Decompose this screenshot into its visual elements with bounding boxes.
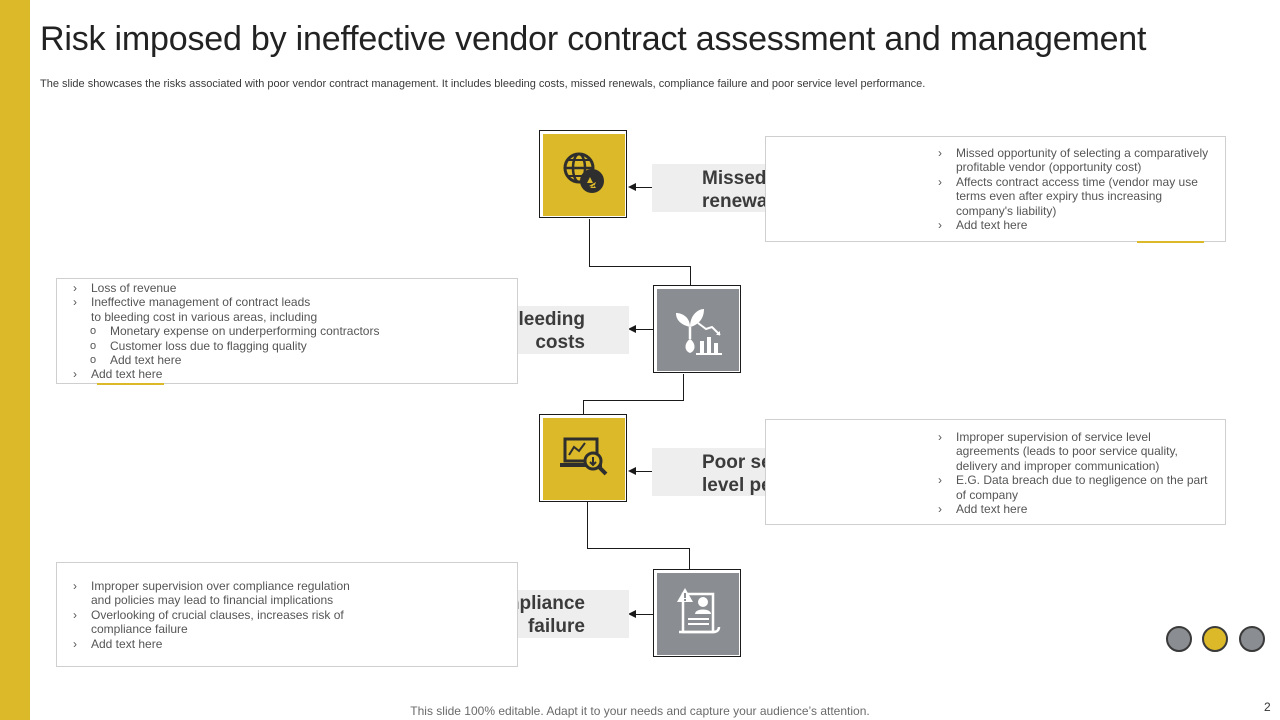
list-item: Overlooking of crucial clauses, increase… [73, 608, 353, 637]
accent-underline [1137, 241, 1204, 243]
slide-subtitle: The slide showcases the risks associated… [40, 78, 926, 90]
globe-recycle-icon [559, 148, 609, 203]
bleeding-costs-icon-frame [653, 285, 741, 373]
label-line: failure [527, 616, 585, 637]
laptop-analysis-icon [559, 435, 609, 484]
label-line: Bleeding [504, 309, 585, 330]
declining-growth-icon [672, 301, 724, 360]
page-number: 2 [1264, 700, 1271, 714]
compliance-failure-description: Improper supervision over compliance reg… [56, 562, 518, 667]
arrow-line [634, 471, 652, 472]
list-item: Add text here [938, 218, 1218, 233]
list-item: Improper supervision of service level ag… [938, 430, 1208, 473]
arrow-head [628, 467, 636, 475]
poor-service-description: Improper supervision of service level ag… [765, 419, 1226, 525]
list-item: Improper supervision over compliance reg… [73, 579, 353, 608]
arrow-line [634, 614, 653, 615]
list-item: Monetary expense on underperforming cont… [73, 324, 403, 339]
list-item: Add text here [938, 502, 1208, 517]
bleeding-costs-description: Loss of revenue Ineffective management o… [56, 278, 518, 384]
arrow-head [628, 610, 636, 618]
label-line: renewals [702, 191, 784, 212]
arrow-head [628, 325, 636, 333]
footer-note: This slide 100% editable. Adapt it to yo… [410, 704, 870, 718]
accent-underline [97, 383, 164, 385]
connector [589, 219, 590, 266]
decor-dot [1166, 626, 1192, 652]
list-item: Customer loss due to flagging quality [73, 339, 403, 354]
decor-dot [1202, 626, 1228, 652]
list-item: Add text here [73, 637, 353, 652]
slide-title: Risk imposed by ineffective vendor contr… [40, 20, 1147, 58]
label-line: Missed [702, 168, 767, 189]
connector [690, 266, 691, 286]
missed-renewals-icon-frame [539, 130, 627, 218]
list-item: Affects contract access time (vendor may… [938, 175, 1218, 218]
connector [583, 400, 584, 414]
connector [587, 548, 690, 549]
list-item: Ineffective management of contract leads… [73, 295, 321, 324]
left-accent-bar [0, 0, 30, 720]
compliance-failure-icon-frame [653, 569, 741, 657]
warning-document-icon [675, 586, 721, 643]
decor-dot [1239, 626, 1265, 652]
arrow-head [628, 183, 636, 191]
connector [683, 374, 684, 401]
connector [583, 400, 684, 401]
list-item: E.G. Data breach due to negligence on th… [938, 473, 1208, 502]
connector [587, 502, 588, 549]
list-item: Add text here [73, 353, 403, 368]
missed-renewals-description: Missed opportunity of selecting a compar… [765, 136, 1226, 242]
poor-service-icon-frame [539, 414, 627, 502]
connector [689, 548, 690, 569]
list-item: Loss of revenue [73, 281, 403, 296]
connector [589, 266, 691, 267]
list-item: Add text here [73, 367, 403, 382]
list-item: Missed opportunity of selecting a compar… [938, 146, 1218, 175]
label-line: costs [535, 332, 585, 353]
arrow-line [634, 187, 652, 188]
arrow-line [634, 329, 653, 330]
